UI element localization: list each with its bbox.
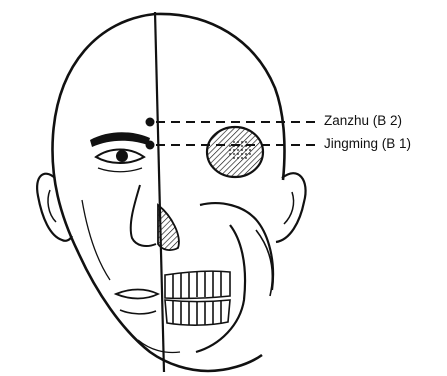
nose: [131, 185, 156, 246]
eyebrow: [90, 132, 150, 147]
zanzhu-point-marker: [146, 118, 155, 127]
jingming-point-marker: [146, 141, 155, 150]
midline: [155, 12, 164, 372]
upper-teeth: [165, 271, 230, 298]
right-ear: [276, 173, 306, 242]
lower-teeth: [165, 300, 230, 325]
zanzhu-label: Zanzhu (B 2): [324, 113, 402, 128]
nasal-cavity: [158, 205, 179, 250]
jingming-label: Jingming (B 1): [324, 136, 411, 151]
lips: [116, 290, 158, 299]
